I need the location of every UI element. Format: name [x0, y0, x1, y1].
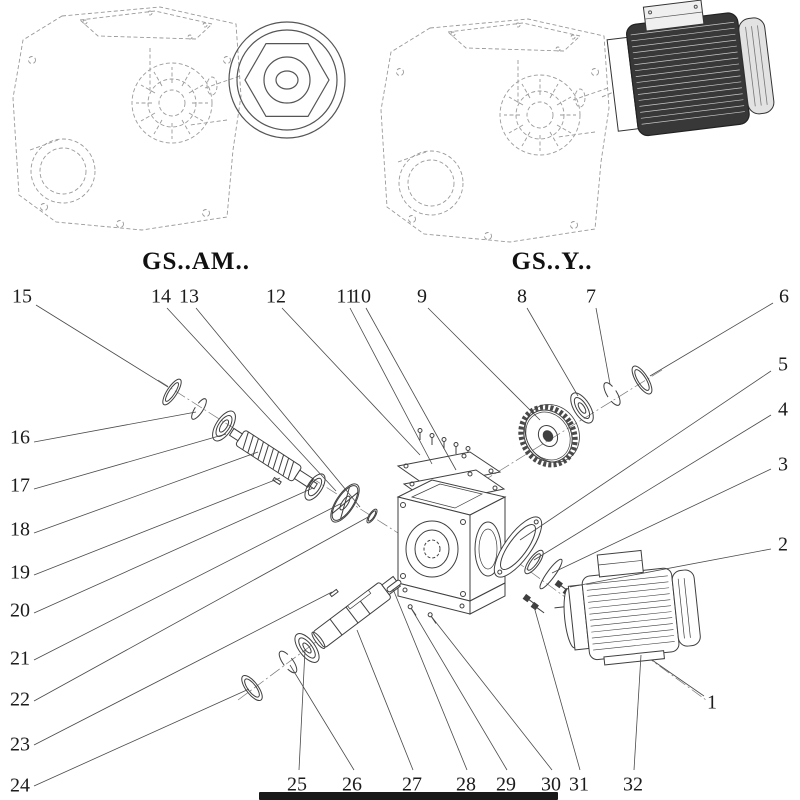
- part-bearing-input: [212, 410, 236, 442]
- leader-line-20: [33, 487, 314, 614]
- part-shim-ring: [631, 365, 653, 395]
- part-worm-shaft: [228, 427, 318, 490]
- leader-line-6: [649, 302, 774, 377]
- leader-line-3: [551, 468, 772, 574]
- leader-line-2: [569, 548, 772, 588]
- leader-line-9: [427, 307, 541, 421]
- part-key: [386, 579, 402, 593]
- leader-line-29: [410, 607, 508, 771]
- part-flange-bearing: [524, 549, 544, 575]
- leader-line-16: [33, 411, 197, 443]
- leader-line-27: [356, 629, 414, 771]
- leader-line-8: [526, 307, 579, 397]
- part-o-ring-output: [539, 558, 563, 590]
- part-washer-output: [241, 674, 263, 702]
- gearbox-drawing-gs-am: [12, 6, 346, 231]
- part-circlip-input: [191, 398, 207, 420]
- leader-line-28: [392, 588, 468, 771]
- part-housing-bolts: [522, 593, 545, 614]
- leader-lines: [33, 302, 774, 787]
- bottom-scrollbar[interactable]: [259, 792, 558, 800]
- leader-line-31: [532, 602, 581, 771]
- leader-line-30: [430, 615, 553, 771]
- motor-drawing: [601, 0, 775, 137]
- part-pin-input: [272, 476, 282, 486]
- output-flange-drawing: [228, 21, 346, 139]
- leader-line-19: [33, 477, 281, 576]
- part-seal-ring: [162, 378, 182, 406]
- leader-line-23: [33, 591, 333, 746]
- leader-line-4: [533, 414, 772, 561]
- leader-line-12: [281, 307, 421, 456]
- leader-line-15: [35, 304, 169, 388]
- leader-line-7: [595, 307, 611, 385]
- leader-line-26: [289, 664, 355, 771]
- variant-label-gs-y: GS..Y..: [511, 248, 593, 275]
- leader-line-1: [651, 659, 705, 697]
- gearbox-drawing-gs-y: [380, 0, 775, 243]
- part-bearing-output: [294, 633, 320, 663]
- part-bearing-gear: [570, 392, 594, 424]
- leader-line-14: [166, 307, 337, 492]
- part-oil-seal-disc: [330, 483, 360, 523]
- leader-line-22: [33, 515, 371, 702]
- leader-line-17: [33, 433, 227, 490]
- part-worm-gear: [518, 404, 580, 468]
- part-motor: [554, 549, 701, 666]
- leader-line-5: [519, 370, 772, 541]
- part-housing: [396, 479, 507, 615]
- part-output-flange: [493, 516, 543, 578]
- leader-line-11: [349, 307, 433, 465]
- part-circlip-gear: [603, 382, 621, 406]
- part-circlip-output: [278, 650, 298, 674]
- leader-line-24: [33, 688, 250, 787]
- part-o-ring-input: [366, 508, 378, 524]
- part-bearing-worm: [304, 473, 326, 501]
- part-pin-output: [329, 588, 339, 598]
- variant-label-gs-am: GS..AM..: [142, 248, 250, 275]
- leader-line-32: [633, 654, 642, 771]
- leader-line-18: [33, 451, 259, 534]
- leader-line-21: [33, 502, 343, 661]
- leader-line-13: [195, 307, 361, 508]
- leader-line-25: [298, 649, 306, 771]
- leader-line-10: [365, 307, 457, 471]
- part-output-shaft: [311, 575, 402, 649]
